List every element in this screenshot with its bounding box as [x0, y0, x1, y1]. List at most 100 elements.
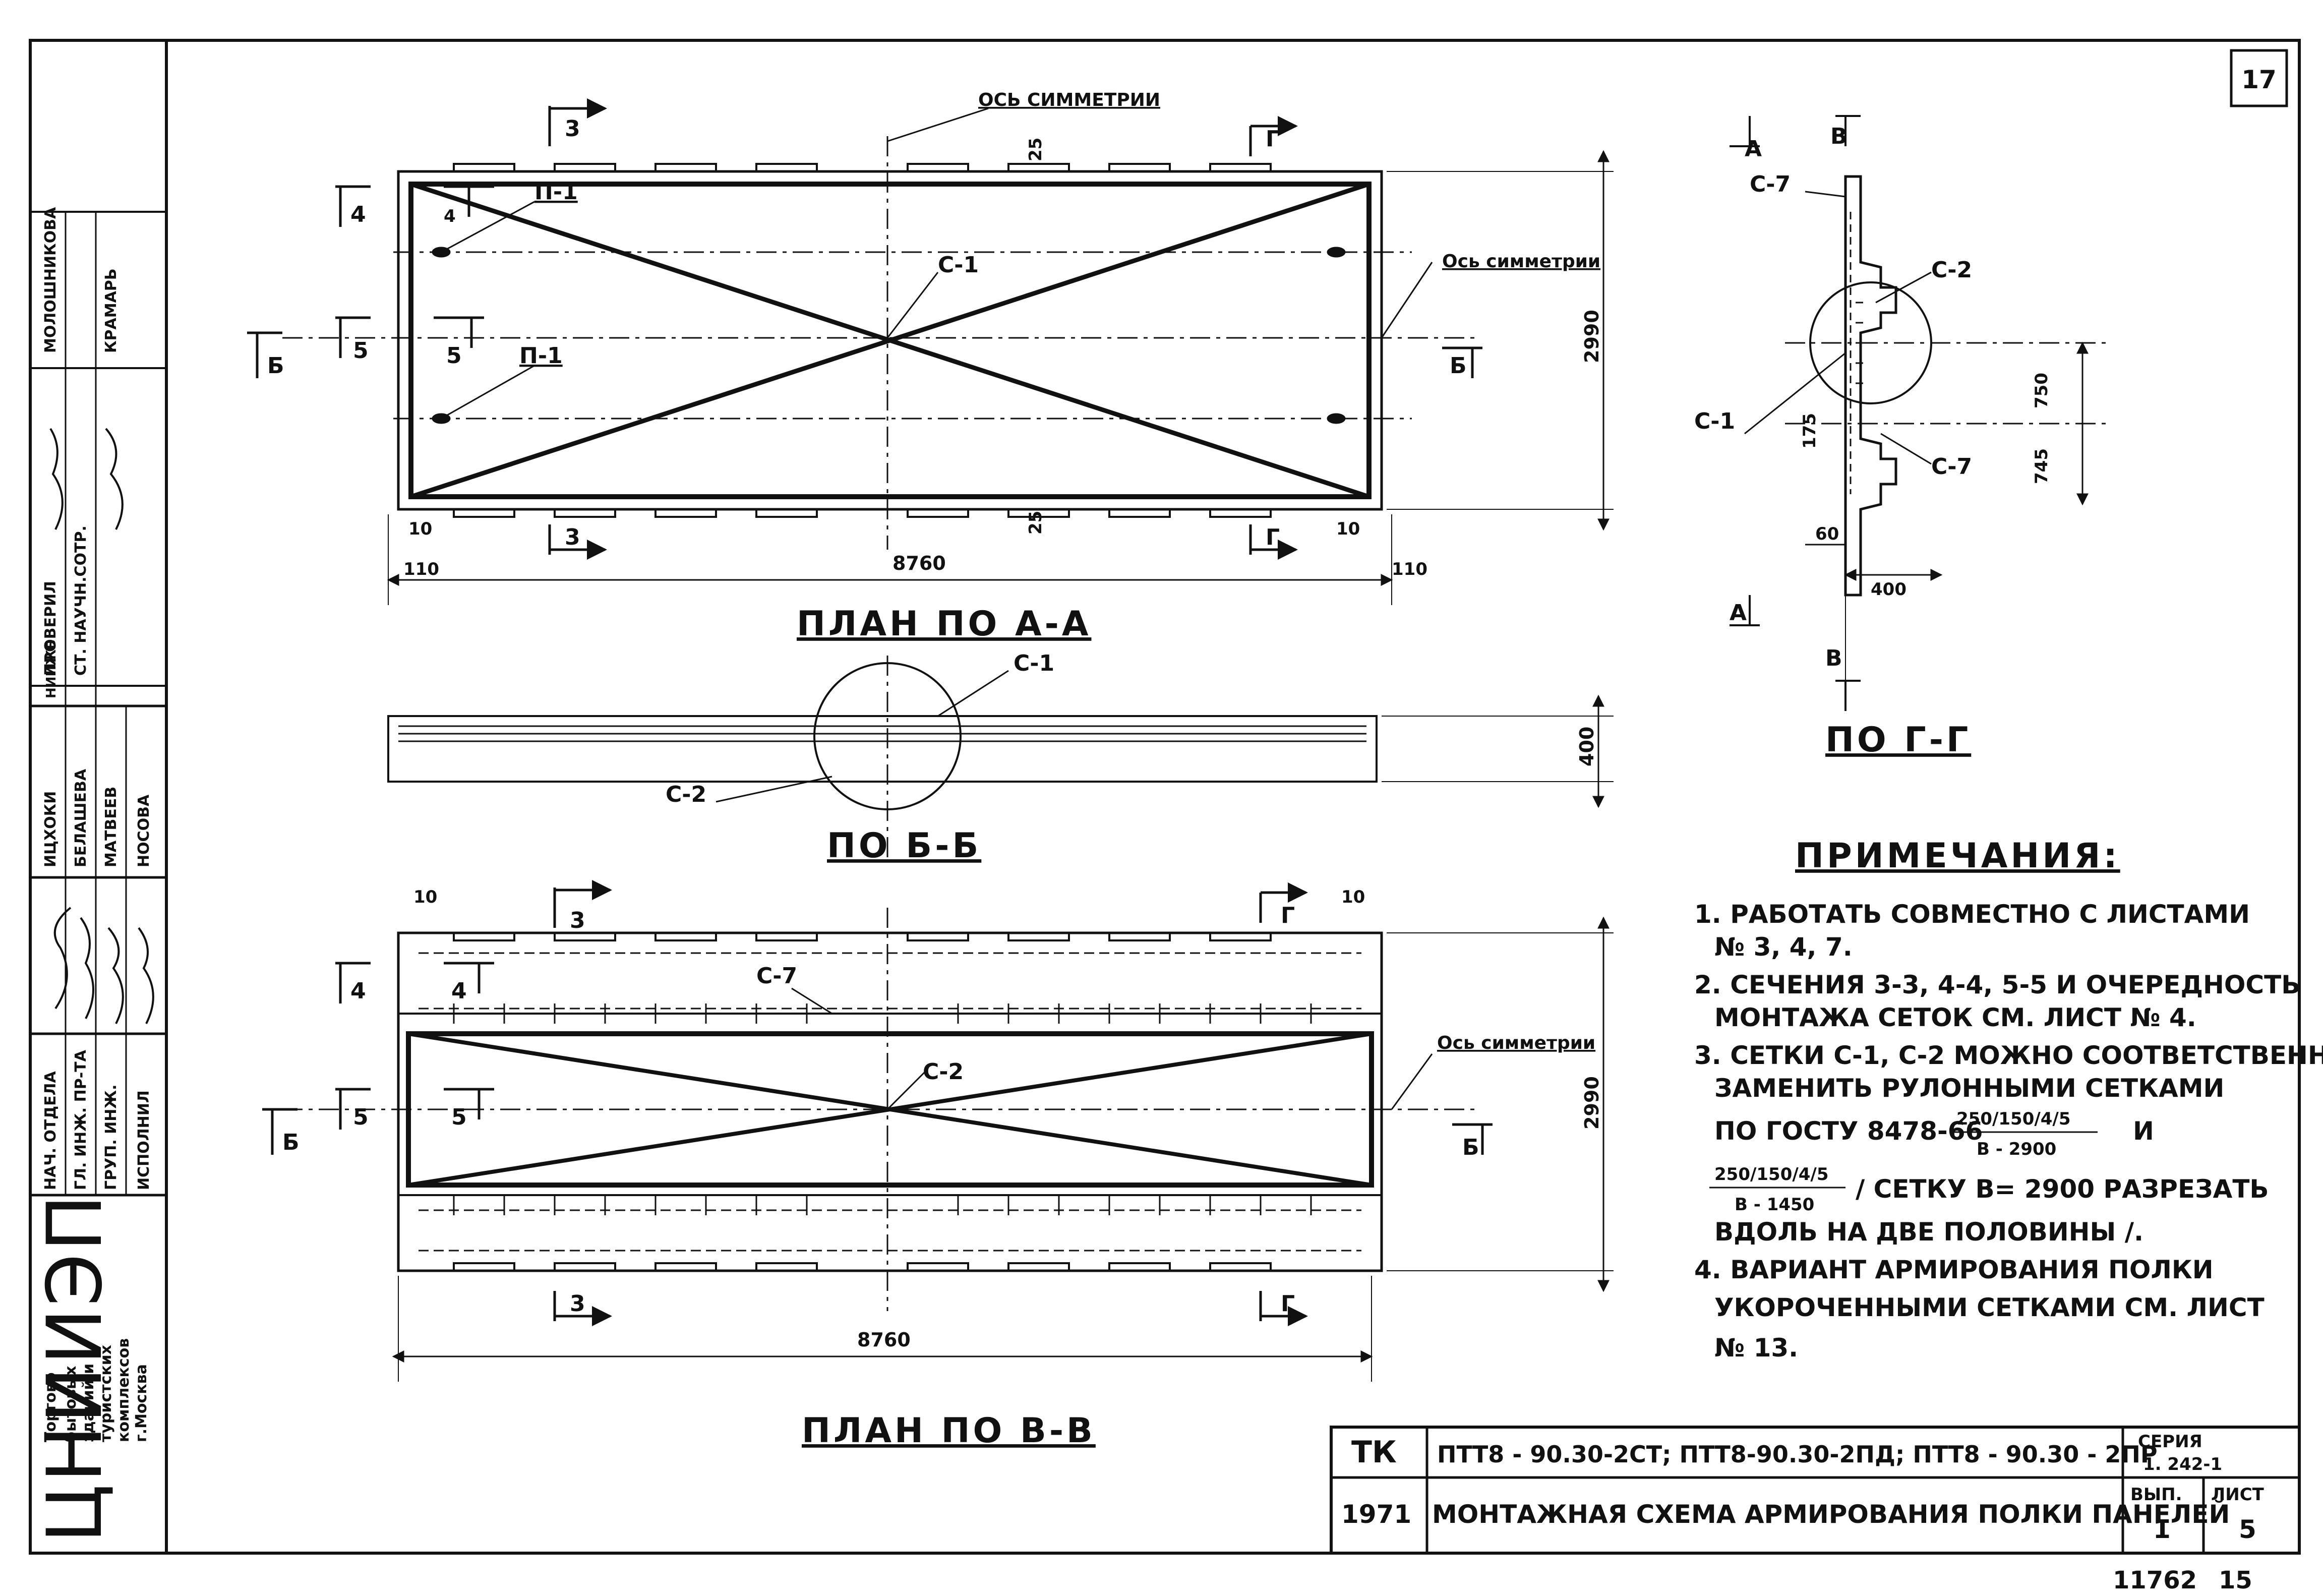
plan-vv-labels: С-7 С-2 Ось симметрии 3 Г 3 Г 4 4 5 5 Б … [282, 887, 1603, 1451]
role-isp: ИСПОЛНИЛ [135, 1090, 153, 1190]
org-line: г.Москва [133, 1364, 150, 1442]
dim-8760: 8760 [857, 1329, 911, 1351]
section-v-mark: В [1830, 124, 1848, 149]
plan-aa-title: ПЛАН ПО А-А [797, 604, 1091, 644]
mesh-c1-label: С-1 [1014, 651, 1054, 676]
note-4b: УКОРОЧЕННЫМИ СЕТКАМИ СМ. ЛИСТ [1714, 1293, 2265, 1322]
archive-number: 11762 [2113, 1566, 2197, 1594]
section-4-mark: 4 [350, 978, 366, 1004]
mesh-c2-label: С-2 [1931, 257, 1972, 283]
note-3c: ПО ГОСТУ 8478-66 [1714, 1116, 1983, 1146]
dim-2990: 2990 [1581, 1076, 1603, 1130]
axis-symmetry-label-2: Ось симметрии [1442, 251, 1600, 272]
section-v-mark: В [1825, 645, 1842, 671]
mesh-c1-label: С-1 [938, 252, 979, 278]
section-a-mark: А [1745, 136, 1762, 162]
dim-10: 10 [1341, 887, 1365, 907]
checked-role: СТ. НАУЧН.СОТР. [72, 525, 90, 676]
org-line: бытовых [62, 1366, 80, 1442]
dim-10: 10 [1336, 519, 1360, 539]
section-gg-labels: А В А В С-7 С-2 С-1 С-7 750 745 175 60 4… [1694, 124, 2052, 760]
section-g-mark: Г [1266, 524, 1280, 550]
dim-745: 745 [2032, 448, 2052, 484]
role-gl: ГЛ. ИНЖ. ПР-ТА [72, 1049, 90, 1190]
section-b-mark: Б [282, 1130, 300, 1155]
note-2a: 2. СЕЧЕНИЯ 3-3, 4-4, 5-5 И ОЧЕРЕДНОСТЬ [1694, 970, 2300, 999]
section-g-mark: Г [1281, 1291, 1295, 1317]
tb-sheet-label: ЛИСТ [2211, 1485, 2265, 1505]
axis-symmetry-label-3: Ось симметрии [1437, 1033, 1595, 1053]
signature-scribble [53, 907, 154, 1024]
notes-block: ПРИМЕЧАНИЯ: 1. РАБОТАТЬ СОВМЕСТНО С ЛИСТ… [1694, 836, 2323, 1363]
note-4a: 4. ВАРИАНТ АРМИРОВАНИЯ ПОЛКИ [1694, 1255, 2214, 1284]
section-b-mark: Б [1462, 1135, 1479, 1160]
org-line: Торгово [42, 1373, 59, 1442]
note-3a: 3. СЕТКИ С-1, С-2 МОЖНО СООТВЕТСТВЕННО [1694, 1041, 2323, 1070]
signature-scribble [49, 428, 124, 530]
name-matveev: МАТВЕЕВ [102, 787, 120, 867]
name-nosova: НОСОВА [135, 794, 153, 867]
mesh-c2-label: С-2 [666, 782, 706, 807]
dim-10: 10 [413, 887, 437, 907]
org-line: туристских [97, 1345, 115, 1442]
mesh-c2-label: С-2 [923, 1059, 964, 1085]
stamp-logo: ЦНИИЭП [31, 1193, 119, 1543]
p1-label-2: П-1 [519, 343, 563, 369]
notes-title: ПРИМЕЧАНИЯ: [1795, 836, 2120, 876]
section-4-mark: 4 [451, 978, 467, 1004]
section-b-mark: Б [1450, 353, 1467, 379]
axis-symmetry-label: ОСЬ СИММЕТРИИ [978, 90, 1160, 110]
dim-10: 10 [408, 519, 432, 539]
note-1b: № 3, 4, 7. [1714, 932, 1853, 962]
fraction-1-den: В - 2900 [1977, 1139, 2056, 1159]
fraction-2-den: В - 1450 [1735, 1195, 1814, 1215]
mesh-c1-label: С-1 [1694, 408, 1735, 434]
tb-issue-value: 1 [2153, 1515, 2171, 1544]
section-3-mark: 3 [570, 1291, 585, 1317]
note-1a: 1. РАБОТАТЬ СОВМЕСТНО С ЛИСТАМИ [1694, 900, 2250, 929]
plan-aa-labels: ОСЬ СИММЕТРИИ Ось симметрии С-1 П-1 П-1 … [267, 90, 1603, 644]
section-4-mark: 4 [444, 206, 456, 226]
note-2b: МОНТАЖА СЕТОК СМ. ЛИСТ № 4. [1714, 1003, 2196, 1032]
section-5-mark: 5 [353, 1104, 369, 1130]
tb-sheet-value: 5 [2239, 1515, 2256, 1544]
dim-25: 25 [1026, 138, 1046, 161]
dim-110: 110 [1392, 559, 1427, 579]
section-b-mark: Б [267, 353, 284, 379]
role-grup: ГРУП. ИНЖ. [102, 1084, 120, 1190]
fraction-1-num: 250/150/4/5 [1956, 1109, 2071, 1129]
org-line: зданий и [80, 1364, 97, 1442]
mesh-c7-label: С-7 [1750, 171, 1791, 197]
dim-750: 750 [2032, 373, 2052, 408]
section-bb-labels: С-1 С-2 400 ПО Б-Б [666, 651, 1598, 866]
note-4c: № 13. [1714, 1333, 1798, 1363]
name-itskhoki: ИЦХОКИ [42, 791, 59, 867]
side-stamp: ЦНИИЭП Торгово бытовых зданий и туристск… [30, 207, 166, 1543]
org-line: комплексов [115, 1338, 133, 1442]
tb-issue-label: ВЫП. [2130, 1485, 2182, 1505]
checked-name-moloshnikova: МОЛОШНИКОВА [42, 207, 59, 353]
dim-175: 175 [1800, 413, 1820, 449]
sheet-frame [29, 39, 2301, 1555]
p1-label: П-1 [534, 179, 578, 205]
section-bb [387, 656, 1614, 857]
page-number: 15 [2219, 1566, 2252, 1594]
section-5-mark: 5 [353, 338, 369, 364]
note-3b: ЗАМЕНИТЬ РУЛОННЫМИ СЕТКАМИ [1714, 1074, 2224, 1103]
plan-vv [262, 888, 1614, 1382]
sheet-number-box: 17 [2230, 49, 2288, 107]
section-3-mark: 3 [565, 116, 580, 142]
note-3e: ВДОЛЬ НА ДВЕ ПОЛОВИНЫ /. [1714, 1217, 2143, 1247]
section-4-mark: 4 [350, 202, 366, 227]
section-a-mark: А [1730, 600, 1747, 626]
section-3-mark: 3 [565, 524, 580, 550]
note-and: И [2133, 1116, 2154, 1146]
section-gg-title: ПО Г-Г [1825, 720, 1971, 760]
section-5-mark: 5 [451, 1104, 467, 1130]
title-block-text: ТК ПТТ8 - 90.30-2СТ; ПТТ8-90.30-2ПД; ПТТ… [1341, 1432, 2265, 1594]
tb-series-value: 1. 242-1 [2143, 1454, 2222, 1474]
tb-code: ТК [1351, 1435, 1397, 1470]
plan-vv-title: ПЛАН ПО В-В [802, 1411, 1096, 1451]
dim-25: 25 [1026, 511, 1046, 535]
